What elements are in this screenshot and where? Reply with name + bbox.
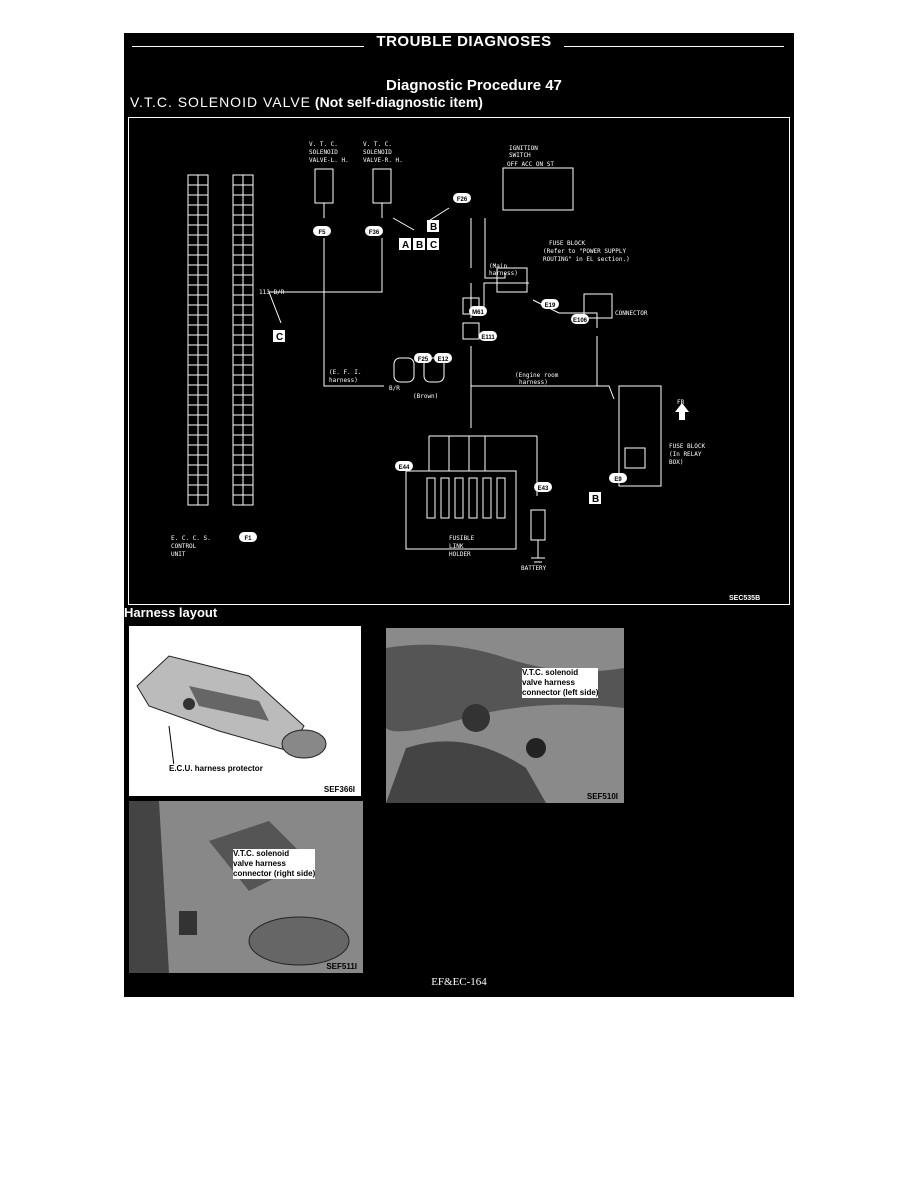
ecu-pin-grid [188,175,253,505]
connector-code-oval [453,193,471,203]
vtc-lh-body [314,168,334,204]
connector-code-label: F25 [418,357,429,363]
svg-text:IGNITION: IGNITION [509,145,538,152]
diagram-code: SEC535B [729,595,760,602]
connector-code-oval [414,353,432,363]
svg-text:B: B [592,494,599,505]
subtitle-note: (Not self-diagnostic item) [314,94,483,110]
svg-text:SWITCH: SWITCH [509,152,531,159]
section-header: TROUBLE DIAGNOSES [124,33,794,55]
connector-code-label: E44 [399,465,410,471]
svg-text:CONTROL: CONTROL [171,543,197,550]
svg-text:BATTERY: BATTERY [521,565,547,572]
svg-text:UNIT: UNIT [171,551,186,558]
svg-text:E. C. C. S.: E. C. C. S. [171,535,211,542]
photo-vtc-right: V.T.C. solenoid valve harness connector … [128,800,364,974]
svg-text:(Brown): (Brown) [413,393,438,400]
fusible-link-holder [405,470,517,550]
photo-vtc-left: V.T.C. solenoid valve harness connector … [385,627,625,804]
connector-code-oval [541,299,559,309]
wiring-diagram: V. T. C. SOLENOID VALVE-L. H. V. T. C. S… [128,117,790,605]
connector-code-oval [534,482,552,492]
photo-ecu-illustration [136,655,327,767]
ecu-callout: E.C.U. harness protector [169,764,263,774]
vtc-rh-body [372,168,392,204]
procedure-title: Diagnostic Procedure 47 [386,77,562,94]
svg-text:(In RELAY: (In RELAY [669,451,702,458]
svg-text:LINK: LINK [449,543,464,550]
svg-text:B/R: B/R [389,385,400,392]
connector-code-label: F36 [369,230,380,236]
svg-text:VALVE-L. H.: VALVE-L. H. [309,157,349,164]
svg-text:(E. F. I.: (E. F. I. [329,369,362,376]
svg-text:FR: FR [677,399,685,406]
svg-text:(Refer to "POWER SUPPLY: (Refer to "POWER SUPPLY [543,248,626,255]
connector-code-label: E19 [545,303,556,309]
svg-text:ROUTING" in EL section.): ROUTING" in EL section.) [543,256,630,263]
connector-code-label: E43 [538,486,549,492]
connector-code-label: F5 [318,230,326,236]
connector-code-oval [313,226,331,236]
front-arrow-icon [675,403,689,420]
svg-text:harness): harness) [329,377,358,384]
subtitle-main: V.T.C. SOLENOID VALVE [130,94,312,110]
connector-code-oval [469,306,487,316]
svg-text:CONNECTOR: CONNECTOR [615,310,648,317]
connector-code-label: F1 [244,536,252,542]
connector-code-label: E9 [614,477,622,483]
photo-engine-left-illustration [386,628,624,803]
svg-text:SOLENOID: SOLENOID [309,149,338,156]
svg-text:V. T. C.: V. T. C. [363,141,392,148]
svg-text:FUSIBLE: FUSIBLE [449,535,475,542]
connector-code-oval [609,473,627,483]
connector-code-oval [395,461,413,471]
svg-text:113 B/R: 113 B/R [259,289,285,296]
connector-code-oval [479,331,497,341]
wiring-diagram-svg: V. T. C. SOLENOID VALVE-L. H. V. T. C. S… [171,141,760,602]
connector-code-oval [571,314,589,324]
connector-code-oval [239,532,257,542]
connector-code-oval [365,226,383,236]
svg-text:SOLENOID: SOLENOID [363,149,392,156]
page-number: EF&EC-164 [431,976,487,988]
photo-ecu-harness-protector: E.C.U. harness protector SEF366I [128,625,362,797]
svg-text:VALVE-R. H.: VALVE-R. H. [363,157,403,164]
photo-engine-right-illustration [129,801,363,973]
section-title: TROUBLE DIAGNOSES [364,33,564,50]
connector-code-label: F26 [457,197,468,203]
svg-text:(Engine room: (Engine room [515,372,559,379]
svg-text:(Main: (Main [489,263,507,270]
reference-boxes: B A B C C B [273,220,601,505]
connector-code-label: E12 [438,357,449,363]
svg-text:FUSE BLOCK: FUSE BLOCK [549,240,586,247]
photo-code: SEF510I [586,792,618,801]
svg-text:BOX): BOX) [669,459,683,466]
manual-page: TROUBLE DIAGNOSES Diagnostic Procedure 4… [124,33,794,997]
svg-text:C: C [276,332,283,343]
vtc-right-callout: V.T.C. solenoid valve harness connector … [233,849,316,879]
svg-text:HOLDER: HOLDER [449,551,471,558]
svg-text:B: B [430,222,437,233]
svg-text:C: C [430,240,437,251]
svg-text:B: B [416,240,423,251]
harness-layout-title: Harness layout [124,605,218,620]
photo-code: SEF511I [326,962,357,971]
fuse-blades [426,477,506,519]
svg-text:V. T. C.: V. T. C. [309,141,338,148]
svg-text:harness): harness) [489,270,518,277]
svg-text:A: A [402,240,409,251]
page-subtitle: V.T.C. SOLENOID VALVE (Not self-diagnost… [130,94,483,110]
connector-code-oval [434,353,452,363]
vtc-left-callout: V.T.C. solenoid valve harness connector … [522,668,599,698]
svg-text:harness): harness) [519,379,548,386]
photo-code: SEF366I [323,785,355,794]
connector-code-label: E111 [481,335,495,341]
svg-text:FUSE BLOCK: FUSE BLOCK [669,443,706,450]
connector-code-label: E106 [573,318,588,324]
connector-code-label: M61 [472,310,484,316]
svg-text:OFF ACC ON ST: OFF ACC ON ST [507,161,554,168]
